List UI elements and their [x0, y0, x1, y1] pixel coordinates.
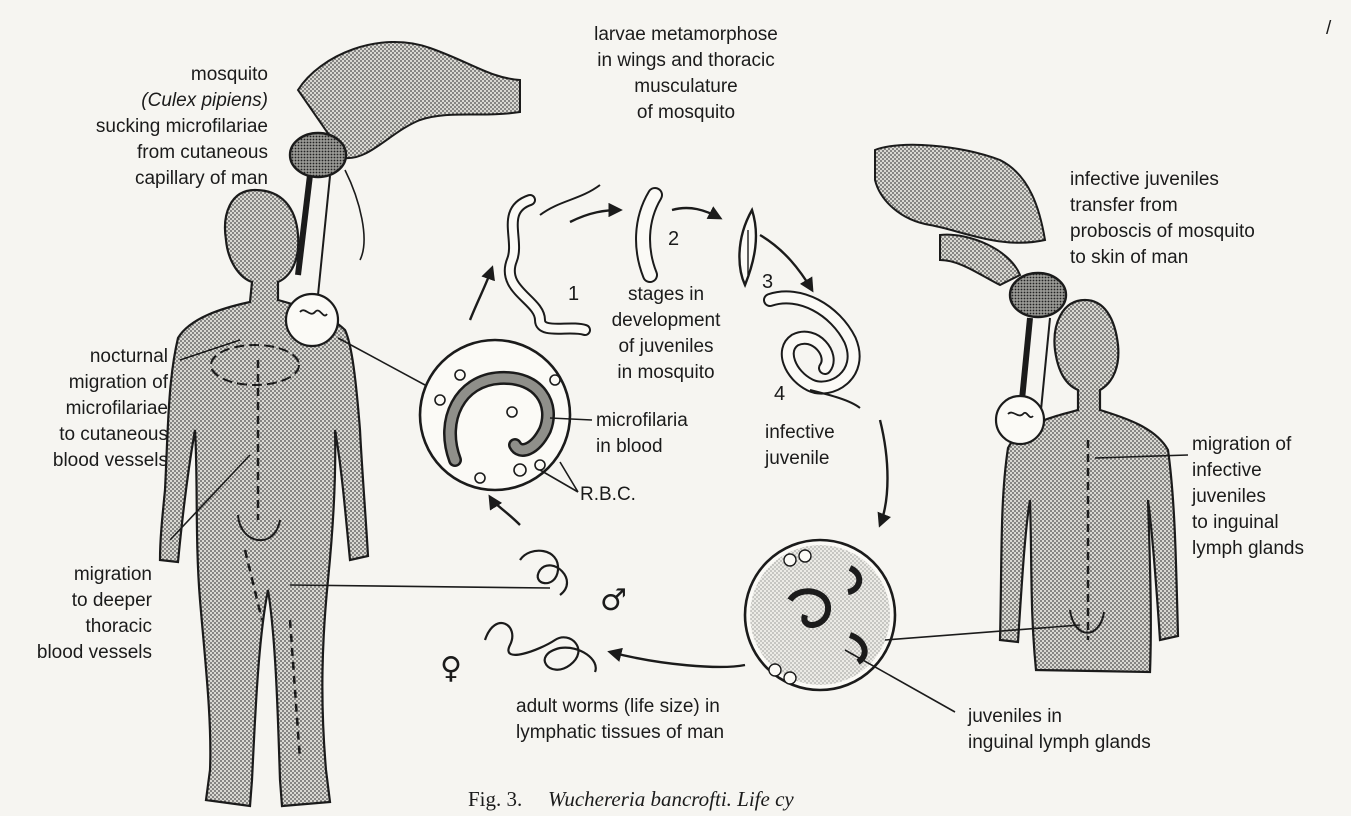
stage-number-3: 3 — [762, 271, 773, 293]
stage-number-4: 4 — [774, 383, 785, 405]
label-of-mosquito: of mosquito — [637, 102, 735, 123]
corner-mark: / — [1326, 18, 1332, 39]
label-to-skin-of-man: to skin of man — [1070, 247, 1188, 268]
label-migration-of-infective: migration of — [1192, 434, 1292, 455]
label-larvae-metamorphose: larvae metamorphose — [594, 24, 778, 45]
adult-worms — [485, 551, 596, 672]
label-juvenile: juvenile — [764, 448, 829, 469]
stage-number-2: 2 — [668, 228, 679, 250]
label-thoracic: thoracic — [85, 616, 152, 637]
label-capillary-of-man: capillary of man — [135, 168, 268, 189]
label-infective-2: infective — [1192, 460, 1262, 481]
label-deeper-blood-vessels: blood vessels — [37, 642, 152, 663]
label-blood-vessels: blood vessels — [53, 450, 168, 471]
right-mosquito — [875, 145, 1066, 444]
label-to-cutaneous: to cutaneous — [59, 424, 168, 445]
label-nocturnal: nocturnal — [90, 346, 168, 367]
stage-2-larva — [643, 195, 655, 275]
label-microfilariae: microfilariae — [66, 398, 168, 419]
label-to-deeper: to deeper — [72, 590, 153, 611]
caption-species: Wuchereria bancrofti. Life cy — [548, 787, 794, 811]
label-proboscis: proboscis of mosquito — [1070, 221, 1255, 242]
label-lymph-glands: lymph glands — [1192, 538, 1304, 559]
label-migration: migration — [74, 564, 152, 585]
label-mosquito: mosquito — [191, 64, 268, 85]
label-lymphatic-tissues: lymphatic tissues of man — [516, 722, 724, 743]
label-development: development — [612, 310, 722, 331]
label-transfer-from: transfer from — [1070, 195, 1178, 216]
caption-fig-number: Fig. 3. — [468, 787, 522, 811]
stage-1-larva — [510, 185, 600, 330]
label-infective-juveniles: infective juveniles — [1070, 169, 1219, 190]
label-sucking-microfilariae: sucking microfilariae — [96, 116, 268, 137]
label-in-mosquito: in mosquito — [617, 362, 714, 383]
label-of-juveniles: of juveniles — [618, 336, 713, 357]
lymph-gland-circle — [745, 540, 895, 690]
left-mosquito — [286, 42, 520, 346]
label-wings-thoracic: in wings and thoracic — [597, 50, 774, 71]
left-human-figure — [160, 190, 368, 806]
stage-number-1: 1 — [568, 283, 579, 305]
label-stages-in: stages in — [628, 284, 704, 305]
label-rbc: R.B.C. — [580, 484, 636, 505]
label-inguinal-lymph-glands: inguinal lymph glands — [968, 732, 1151, 753]
label-musculature: musculature — [634, 76, 738, 97]
label-microfilaria: microfilaria — [596, 410, 688, 431]
label-in-blood: in blood — [596, 436, 663, 457]
label-culex-pipiens: (Culex pipiens) — [141, 90, 268, 111]
label-to-inguinal: to inguinal — [1192, 512, 1279, 533]
stage-3-larva — [739, 210, 756, 285]
label-juveniles: juveniles — [1191, 486, 1266, 507]
label-infective: infective — [765, 422, 835, 443]
label-juveniles-in: juveniles in — [967, 706, 1062, 727]
male-symbol: ♂ — [600, 583, 627, 618]
label-from-cutaneous: from cutaneous — [137, 142, 268, 163]
label-migration-of: migration of — [69, 372, 169, 393]
label-adult-worms: adult worms (life size) in — [516, 696, 720, 717]
microfilaria-blood-circle — [420, 340, 570, 490]
female-symbol: ♀ — [440, 651, 462, 686]
